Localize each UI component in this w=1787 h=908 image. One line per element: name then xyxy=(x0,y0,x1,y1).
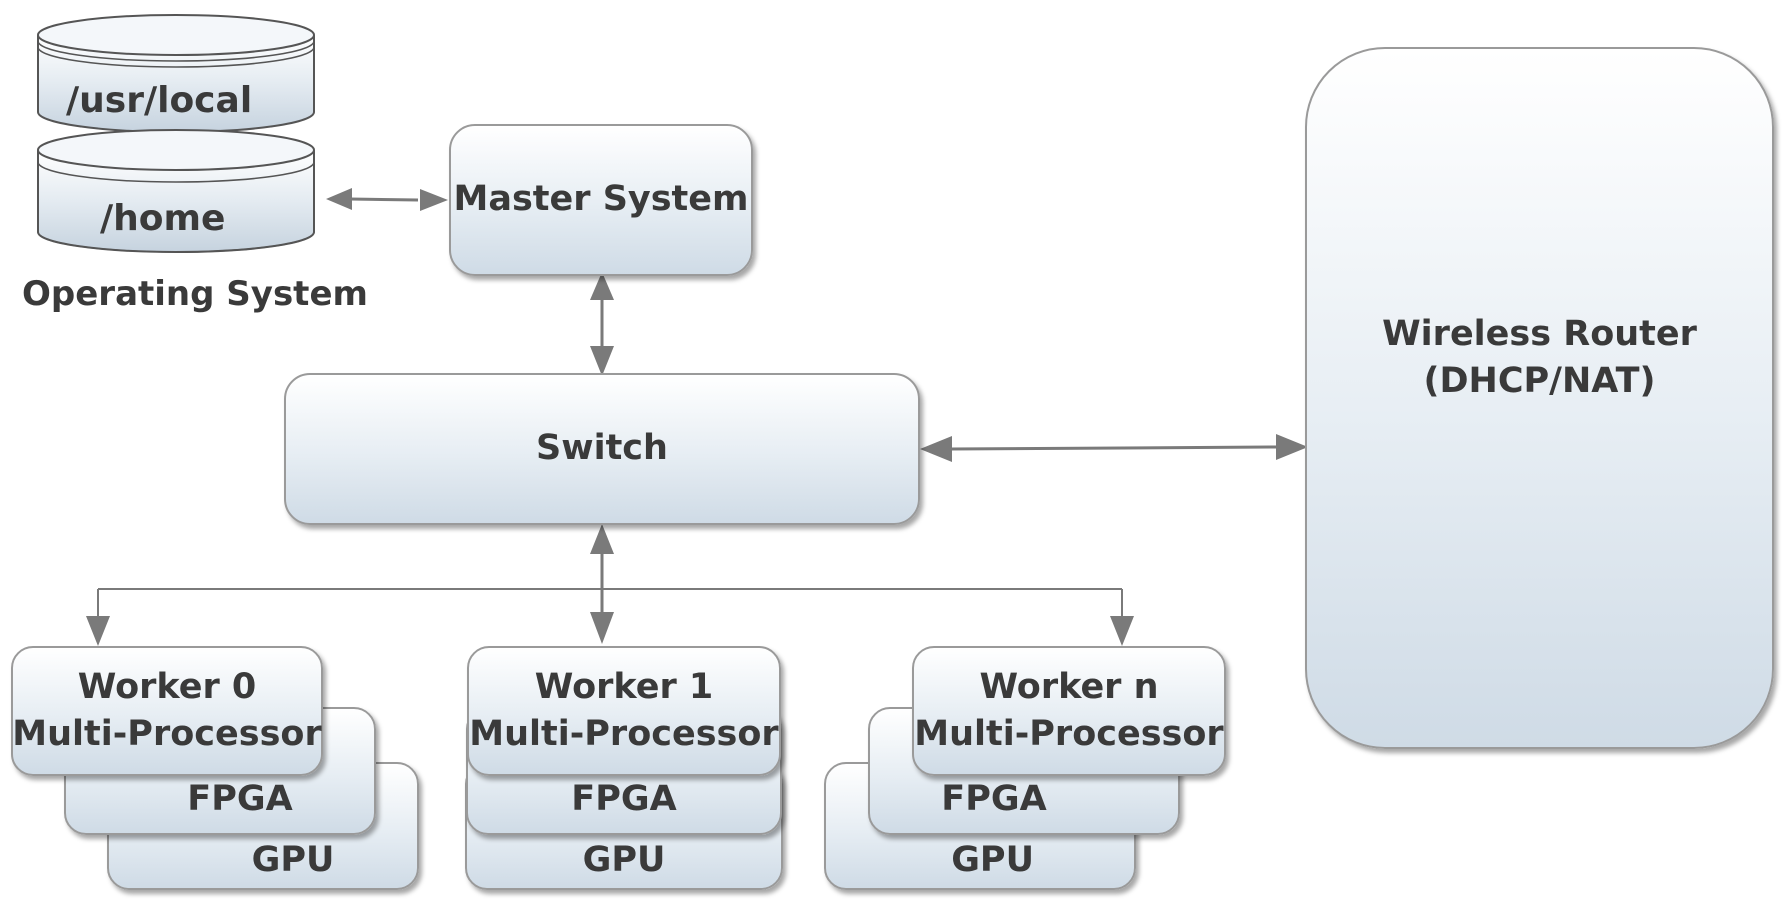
worker-1-name: Worker 1 xyxy=(534,666,714,707)
disk-home xyxy=(37,129,315,253)
wireless-router-node: Wireless Router (DHCP/NAT) xyxy=(1305,47,1774,749)
worker-0-name: Worker 0 xyxy=(77,666,257,707)
worker-n-processor: Multi-Processor xyxy=(914,714,1224,754)
router-label-line2: (DHCP/NAT) xyxy=(1423,361,1656,401)
worker-0-fpga-label: FPGA xyxy=(187,779,293,819)
switch-label: Switch xyxy=(536,428,668,469)
worker-n-card: Worker n Multi-Processor xyxy=(912,646,1226,776)
router-label-line1: Wireless Router xyxy=(1382,313,1697,354)
worker-0-gpu-label: GPU xyxy=(251,840,335,880)
worker-1-processor: Multi-Processor xyxy=(469,714,779,754)
master-system-label: Master System xyxy=(453,179,749,220)
worker-0-processor: Multi-Processor xyxy=(12,714,322,754)
switch-node: Switch xyxy=(284,373,920,525)
worker-n-gpu-label: GPU xyxy=(951,840,1034,880)
disk-home-label: /home xyxy=(100,198,226,239)
worker-0-card: Worker 0 Multi-Processor xyxy=(11,646,323,776)
worker-1-gpu-label: GPU xyxy=(582,840,666,880)
worker-n-fpga-label: FPGA xyxy=(941,779,1047,819)
worker-1-card: Worker 1 Multi-Processor xyxy=(467,646,781,776)
worker-n-name: Worker n xyxy=(979,666,1159,707)
worker-1-fpga-label: FPGA xyxy=(571,779,677,819)
operating-system-caption: Operating System xyxy=(22,274,368,314)
master-system-node: Master System xyxy=(449,124,753,276)
disk-usr-local-label: /usr/local xyxy=(66,80,253,121)
disk-usr-local xyxy=(37,14,315,133)
